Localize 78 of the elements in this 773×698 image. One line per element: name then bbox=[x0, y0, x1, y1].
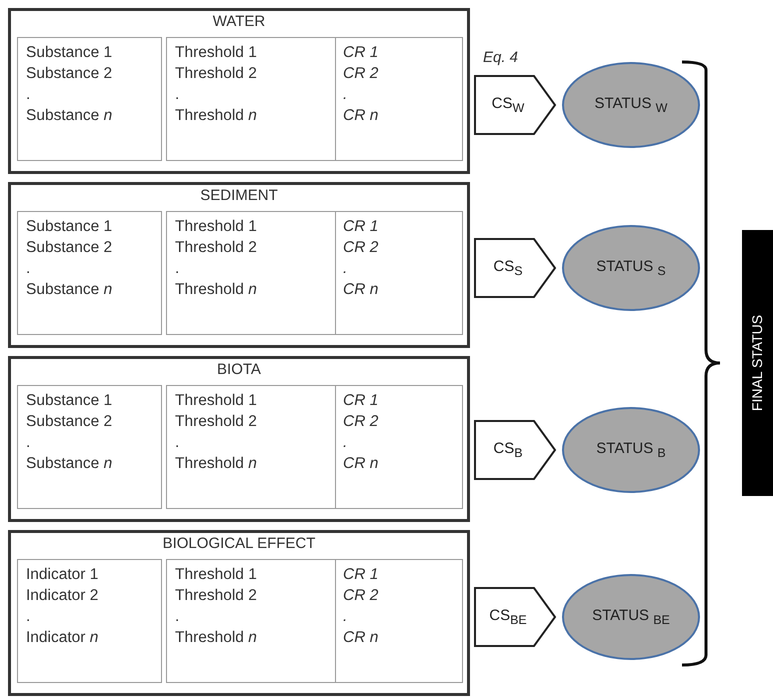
column-entry: . bbox=[26, 259, 30, 279]
column-entry: CR 2 bbox=[343, 586, 378, 606]
status-label: STATUS $_{W}$ bbox=[594, 95, 668, 115]
panel-heading: BIOTA bbox=[216, 361, 262, 378]
column-entry: . bbox=[175, 85, 180, 105]
score-label: CS$_{W}$ bbox=[492, 95, 524, 115]
column-entry: CR n bbox=[343, 628, 378, 648]
column-entry: CR n bbox=[343, 280, 378, 300]
table-column bbox=[335, 211, 463, 335]
column-entry: CR n bbox=[343, 106, 378, 126]
panel-heading: BIOLOGICAL EFFECT bbox=[162, 535, 316, 552]
column-entry: CR 1 bbox=[343, 43, 378, 63]
column-entry: . bbox=[26, 433, 30, 453]
column-entry: . bbox=[175, 433, 180, 453]
column-entry: Substance n bbox=[26, 280, 112, 300]
table-column bbox=[17, 211, 162, 335]
column-entry: Substance 2 bbox=[26, 64, 112, 84]
column-entry: Threshold n bbox=[175, 280, 257, 300]
column-entry: Threshold 2 bbox=[175, 586, 257, 606]
column-entry: Indicator 1 bbox=[26, 565, 98, 585]
column-entry: Threshold n bbox=[175, 454, 257, 474]
column-entry: Substance 1 bbox=[26, 391, 112, 411]
status-label: STATUS $_{BE}$ bbox=[592, 607, 670, 627]
column-entry: Substance n bbox=[26, 454, 112, 474]
score-label: CS$_{B}$ bbox=[493, 440, 523, 460]
column-entry: CR 1 bbox=[343, 565, 378, 585]
score-label: CS$_{S}$ bbox=[493, 258, 523, 278]
column-entry: Threshold 2 bbox=[175, 412, 257, 432]
category-panel bbox=[8, 8, 470, 174]
panel-heading: WATER bbox=[212, 13, 266, 30]
column-entry: Substance 2 bbox=[26, 238, 112, 258]
column-entry: . bbox=[343, 433, 348, 453]
equation-note: Eq. 4 bbox=[483, 49, 518, 66]
category-panel bbox=[8, 530, 470, 696]
table-column bbox=[335, 37, 463, 161]
column-entry: CR 2 bbox=[343, 64, 378, 84]
column-entry: Indicator 2 bbox=[26, 586, 98, 606]
column-entry: Substance 1 bbox=[26, 43, 112, 63]
column-entry: Threshold 1 bbox=[175, 565, 257, 585]
column-entry: Threshold 2 bbox=[175, 238, 257, 258]
column-entry: Substance 1 bbox=[26, 217, 112, 237]
panel-heading: SEDIMENT bbox=[199, 187, 279, 204]
category-panel bbox=[8, 182, 470, 348]
column-entry: Threshold n bbox=[175, 106, 257, 126]
status-label: STATUS $_{S}$ bbox=[596, 258, 666, 278]
column-entry: . bbox=[343, 607, 348, 627]
table-column bbox=[166, 385, 336, 509]
table-column bbox=[166, 559, 336, 683]
column-entry: . bbox=[26, 85, 30, 105]
table-column bbox=[335, 385, 463, 509]
table-column bbox=[166, 211, 336, 335]
column-entry: CR n bbox=[343, 454, 378, 474]
table-column bbox=[17, 385, 162, 509]
column-entry: . bbox=[26, 607, 30, 627]
column-entry: . bbox=[343, 85, 348, 105]
column-entry: Indicator n bbox=[26, 628, 98, 648]
status-label: STATUS $_{B}$ bbox=[596, 440, 666, 460]
column-entry: Substance 2 bbox=[26, 412, 112, 432]
column-entry: . bbox=[175, 607, 180, 627]
column-entry: . bbox=[343, 259, 348, 279]
column-entry: Threshold 1 bbox=[175, 43, 257, 63]
category-panel bbox=[8, 356, 470, 522]
table-column bbox=[17, 37, 162, 161]
column-entry: CR 1 bbox=[343, 391, 378, 411]
column-entry: . bbox=[175, 259, 180, 279]
column-entry: CR 2 bbox=[343, 412, 378, 432]
column-entry: Substance n bbox=[26, 106, 112, 126]
column-entry: Threshold 1 bbox=[175, 391, 257, 411]
column-entry: Threshold 2 bbox=[175, 64, 257, 84]
column-entry: CR 1 bbox=[343, 217, 378, 237]
table-column bbox=[166, 37, 336, 161]
final-status-bar: FINAL STATUS bbox=[742, 230, 773, 496]
table-column bbox=[17, 559, 162, 683]
column-entry: CR 2 bbox=[343, 238, 378, 258]
score-label: CS$_{BE}$ bbox=[489, 607, 527, 627]
column-entry: Threshold n bbox=[175, 628, 257, 648]
column-entry: Threshold 1 bbox=[175, 217, 257, 237]
table-column bbox=[335, 559, 463, 683]
